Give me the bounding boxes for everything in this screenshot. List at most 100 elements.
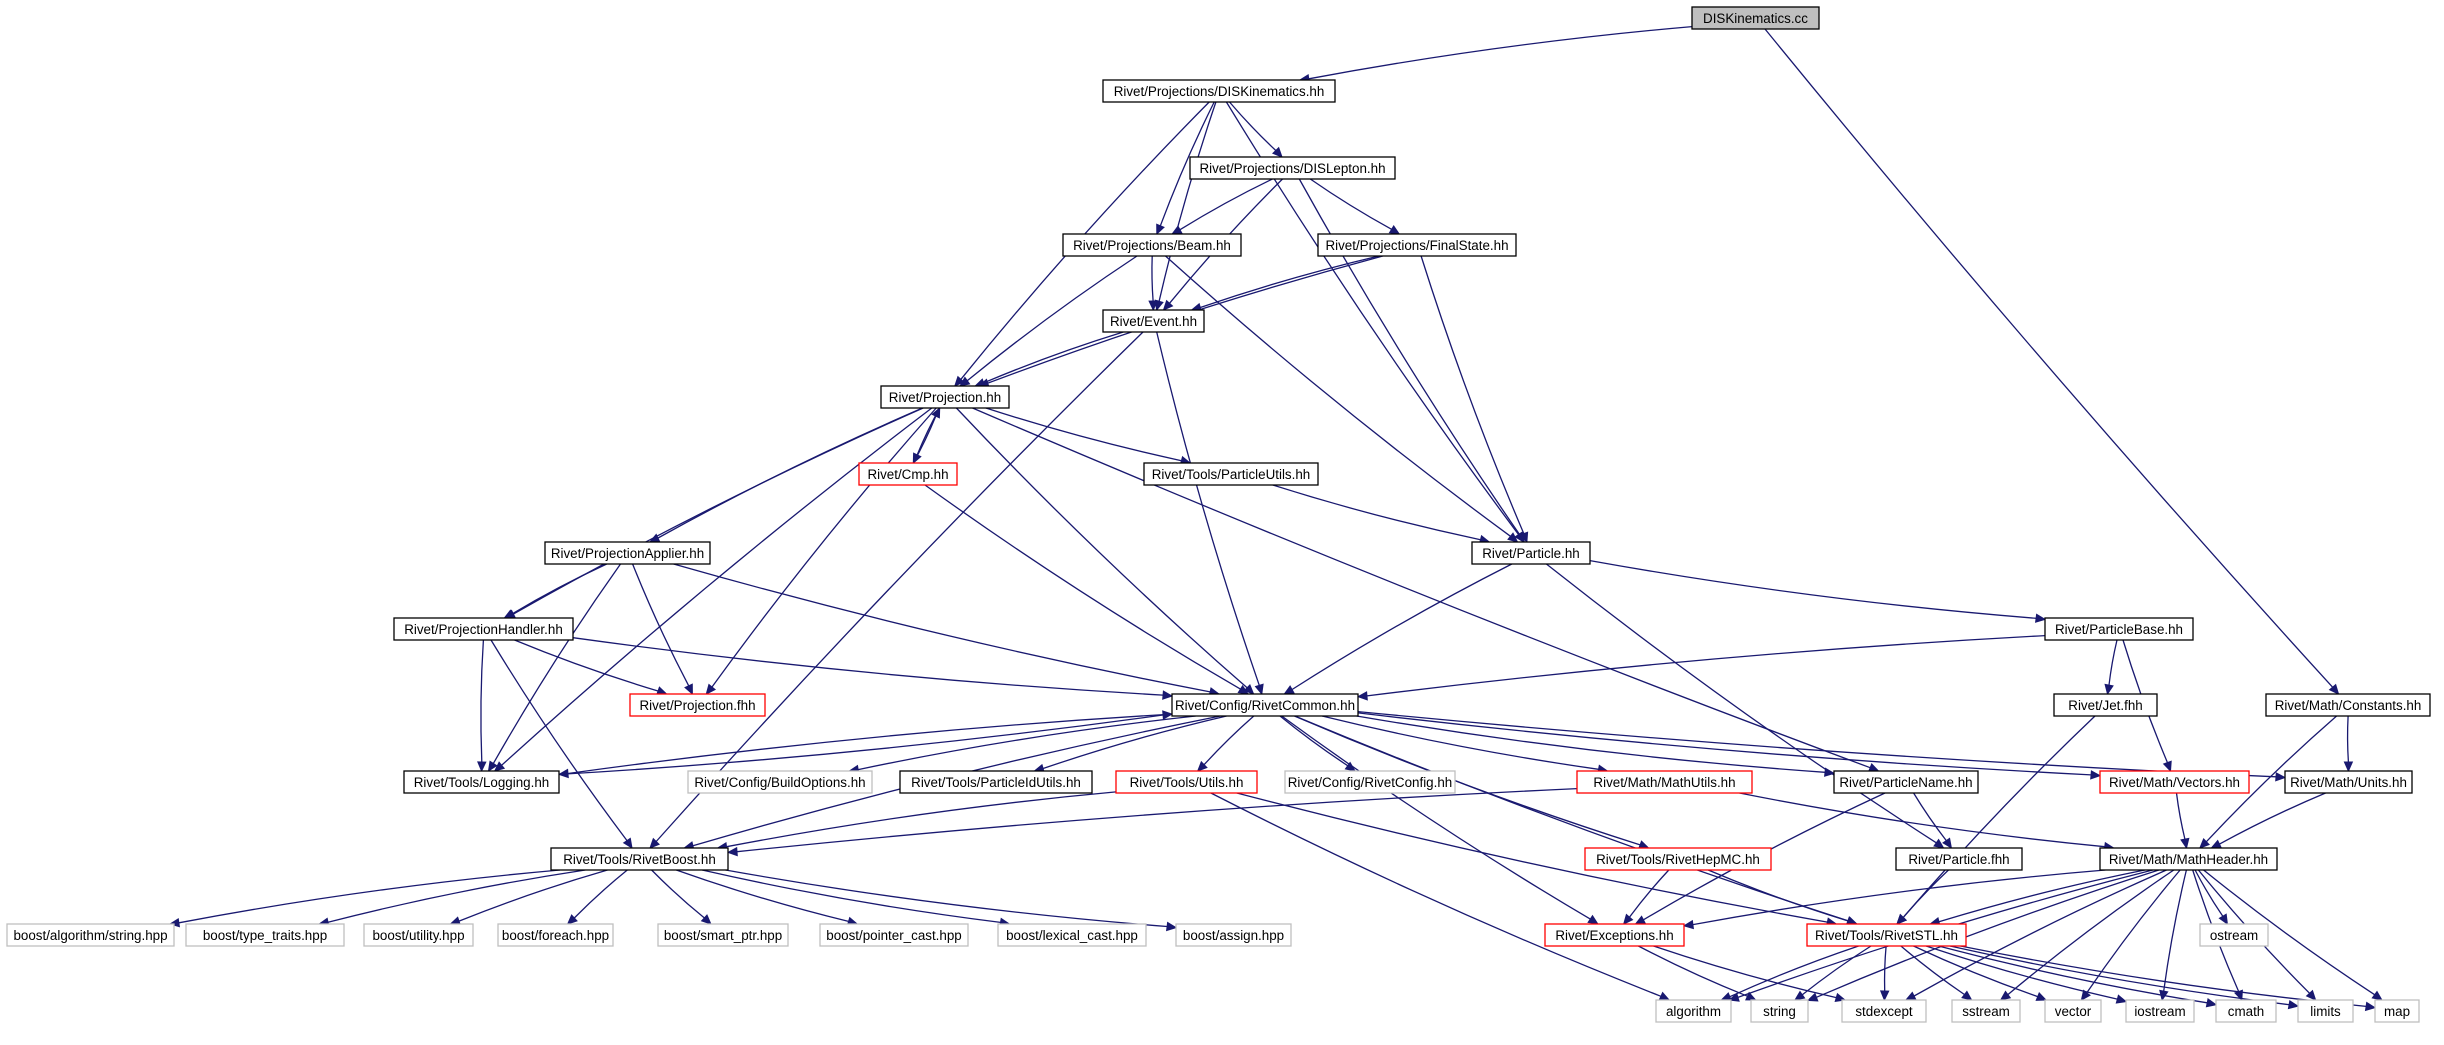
edge-line bbox=[1210, 792, 1662, 997]
graph-node-proj-fs[interactable]: Rivet/Projections/FinalState.hh bbox=[1317, 233, 1517, 257]
edge-line bbox=[651, 869, 705, 919]
edge-line bbox=[1159, 101, 1215, 226]
graph-node-phandler[interactable]: Rivet/ProjectionHandler.hh bbox=[393, 617, 574, 641]
graph-node-pfhh2[interactable]: Rivet/Particle.fhh bbox=[1895, 847, 2023, 871]
edge-arrowhead bbox=[2115, 994, 2128, 1004]
graph-node-pbase[interactable]: Rivet/ParticleBase.hh bbox=[2044, 617, 2194, 641]
graph-node-mathheader[interactable]: Rivet/Math/MathHeader.hh bbox=[2099, 847, 2278, 871]
edge-line bbox=[1229, 101, 1277, 151]
edge-line bbox=[1366, 634, 2046, 697]
edge-line bbox=[1949, 945, 2290, 1006]
graph-node-projection[interactable]: Rivet/Projection.hh bbox=[880, 385, 1010, 409]
graph-node-jetfhh[interactable]: Rivet/Jet.fhh bbox=[2053, 693, 2158, 717]
edge-arrowhead bbox=[705, 683, 717, 695]
edge-projection-to-rcommon bbox=[955, 407, 1255, 695]
node-label: Rivet/Projections/DISLepton.hh bbox=[1199, 161, 1385, 176]
edge-projection-to-pname bbox=[972, 407, 1880, 772]
edge-line bbox=[1902, 715, 2096, 918]
node-box bbox=[497, 923, 614, 947]
graph-node-pidutils[interactable]: Rivet/Tools/ParticleIdUtils.hh bbox=[899, 770, 1093, 794]
node-box bbox=[1833, 770, 1979, 794]
graph-node-b-tt: boost/type_traits.hpp bbox=[185, 923, 345, 947]
node-box bbox=[880, 385, 1010, 409]
edge-arrowhead bbox=[1254, 683, 1264, 696]
edge-cmp-to-rcommon bbox=[924, 484, 1250, 695]
edge-arrowhead bbox=[1824, 767, 1836, 777]
edge-utils-to-s-algorithm bbox=[1210, 792, 1671, 1001]
edge-line bbox=[2007, 869, 2175, 996]
graph-node-s-iostream: iostream bbox=[2125, 999, 2195, 1023]
edge-arrowhead bbox=[1806, 992, 1819, 1002]
graph-node-constants[interactable]: Rivet/Math/Constants.hh bbox=[2265, 693, 2431, 717]
node-box bbox=[1284, 770, 1456, 794]
edge-arrowhead bbox=[959, 376, 971, 387]
edge-hepmc-to-rstl bbox=[1707, 869, 1858, 926]
edge-proj-diskin-to-event bbox=[1154, 101, 1217, 312]
node-box bbox=[687, 770, 873, 794]
graph-node-rcommon[interactable]: Rivet/Config/RivetCommon.hh bbox=[1171, 693, 1359, 717]
graph-node-proj-diskin[interactable]: Rivet/Projections/DISKinematics.hh bbox=[1102, 79, 1336, 103]
node-label: ostream bbox=[2210, 928, 2258, 943]
graph-node-mathutils[interactable]: Rivet/Math/MathUtils.hh bbox=[1576, 770, 1753, 794]
edge-rstl-to-s-iostream bbox=[1925, 945, 2128, 1004]
edge-line bbox=[1158, 101, 1217, 302]
graph-node-pfhh[interactable]: Rivet/Projection.fhh bbox=[629, 693, 766, 717]
edge-line bbox=[1298, 178, 1520, 535]
graph-node-vectors[interactable]: Rivet/Math/Vectors.hh bbox=[2099, 770, 2250, 794]
graph-node-papplier[interactable]: Rivet/ProjectionApplier.hh bbox=[544, 541, 711, 565]
edge-line bbox=[2346, 715, 2350, 763]
node-label: Rivet/ParticleName.hh bbox=[1839, 775, 1972, 790]
node-label: boost/foreach.hpp bbox=[502, 928, 609, 943]
graph-node-units[interactable]: Rivet/Math/Units.hh bbox=[2284, 770, 2413, 794]
graph-node-exceptions[interactable]: Rivet/Exceptions.hh bbox=[1544, 923, 1685, 947]
edge-arrowhead bbox=[2305, 989, 2317, 1001]
node-label: boost/type_traits.hpp bbox=[203, 928, 327, 943]
node-box bbox=[657, 923, 789, 947]
edge-cmp-to-projection bbox=[912, 406, 941, 464]
graph-node-putils[interactable]: Rivet/Tools/ParticleUtils.hh bbox=[1143, 462, 1319, 486]
edge-line bbox=[1653, 945, 1837, 999]
edge-line bbox=[1913, 792, 1947, 841]
graph-node-s-limits: limits bbox=[2297, 999, 2354, 1023]
node-box bbox=[2099, 847, 2278, 871]
node-box bbox=[1171, 693, 1359, 717]
graph-node-cmp[interactable]: Rivet/Cmp.hh bbox=[858, 462, 958, 486]
graph-node-event[interactable]: Rivet/Event.hh bbox=[1102, 309, 1205, 333]
edge-arrowhead bbox=[2210, 839, 2222, 849]
edge-line bbox=[736, 787, 1578, 853]
edge-line bbox=[711, 407, 937, 688]
graph-node-hepmc[interactable]: Rivet/Tools/RivetHepMC.hh bbox=[1584, 847, 1772, 871]
graph-node-particle[interactable]: Rivet/Particle.hh bbox=[1471, 541, 1591, 565]
node-box bbox=[6, 923, 175, 947]
node-label: Rivet/Projections/Beam.hh bbox=[1073, 238, 1231, 253]
graph-node-root[interactable]: DISKinematics.cc bbox=[1691, 6, 1820, 30]
edge-mathheader-to-s-ostream bbox=[2194, 869, 2229, 926]
edge-mathheader-to-s-map bbox=[2203, 869, 2383, 1001]
graph-node-proj-dislep[interactable]: Rivet/Projections/DISLepton.hh bbox=[1189, 156, 1396, 180]
graph-node-utils[interactable]: Rivet/Tools/Utils.hh bbox=[1115, 770, 1258, 794]
node-box bbox=[544, 541, 711, 565]
edge-arrowhead bbox=[2343, 761, 2354, 773]
edge-phandler-to-logging bbox=[477, 639, 487, 773]
edge-arrowhead bbox=[2162, 760, 2172, 773]
node-label: Rivet/Config/RivetConfig.hh bbox=[1288, 775, 1453, 790]
edge-papplier-to-logging bbox=[487, 563, 622, 773]
edge-arrowhead bbox=[726, 846, 738, 857]
edge-event-to-rboost bbox=[649, 331, 1144, 849]
edge-proj-diskin-to-proj-dislep bbox=[1229, 101, 1283, 158]
node-box bbox=[185, 923, 345, 947]
node-label: Rivet/Tools/Logging.hh bbox=[414, 775, 549, 790]
edge-line bbox=[2205, 715, 2338, 843]
graph-node-rstl[interactable]: Rivet/Tools/RivetSTL.hh bbox=[1806, 923, 1967, 947]
edge-pfhh2-to-rstl bbox=[1896, 869, 1949, 925]
graph-node-rboost[interactable]: Rivet/Tools/RivetBoost.hh bbox=[550, 847, 729, 871]
graph-node-b-util: boost/utility.hpp bbox=[363, 923, 474, 947]
edge-pbase-to-rcommon bbox=[1356, 634, 2046, 701]
edge-arrowhead bbox=[1507, 532, 1519, 543]
node-box bbox=[1841, 999, 1927, 1023]
graph-node-logging[interactable]: Rivet/Tools/Logging.hh bbox=[403, 770, 560, 794]
graph-node-pname[interactable]: Rivet/ParticleName.hh bbox=[1833, 770, 1979, 794]
graph-node-proj-beam[interactable]: Rivet/Projections/Beam.hh bbox=[1062, 233, 1242, 257]
edge-arrowhead bbox=[649, 837, 660, 849]
edge-line bbox=[1357, 712, 2092, 776]
